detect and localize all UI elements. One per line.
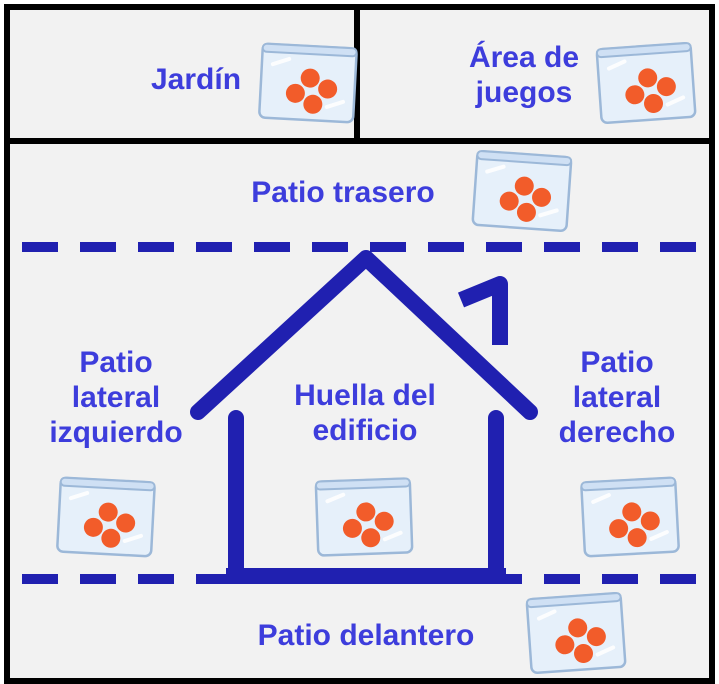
label-patio-lateral-derecho: Patio lateral derecho (558, 346, 676, 449)
sample-bag-icon (313, 472, 416, 559)
panel-main-yard (4, 138, 715, 684)
sample-bag-icon (256, 37, 360, 126)
sample-bag-icon (593, 37, 699, 128)
label-huella-edificio: Huella del edificio (294, 379, 436, 447)
label-area-juegos: Área de juegos (468, 41, 580, 109)
label-patio-lateral-izquierdo: Patio lateral izquierdo (49, 346, 183, 449)
label-patio-trasero: Patio trasero (251, 176, 435, 209)
label-jardin: Jardín (150, 63, 242, 96)
house-outline-icon (190, 250, 538, 584)
sample-bag-icon (54, 471, 158, 560)
sample-bag-icon (578, 471, 682, 560)
sample-bag-icon (523, 587, 629, 678)
sample-bag-icon (469, 145, 575, 236)
label-patio-delantero: Patio delantero (257, 619, 475, 652)
